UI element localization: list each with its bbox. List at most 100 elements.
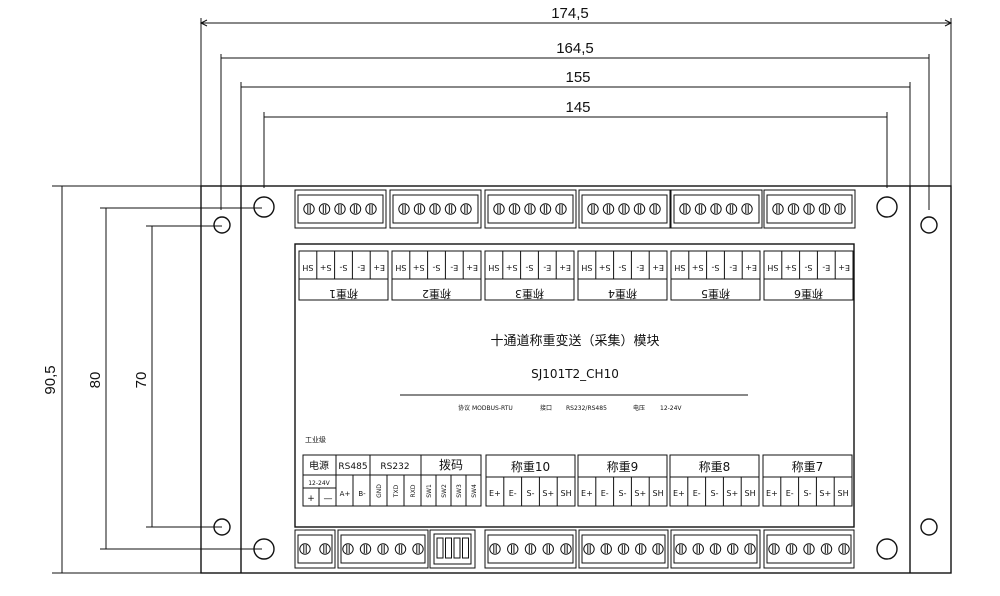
terminal-screw: [365, 203, 377, 215]
dip-switch-lever[interactable]: [453, 537, 461, 559]
rs485-pin-b: B-: [358, 490, 366, 498]
power-range: 12-24V: [308, 480, 330, 487]
dimension-width-3: 155: [240, 69, 911, 188]
terminal-screw: [318, 203, 331, 215]
pin-label: E-: [693, 489, 701, 498]
terminal-screw: [768, 543, 780, 555]
pin-label: S+: [726, 489, 738, 498]
pin-label: E+: [559, 263, 571, 272]
terminal-screw: [818, 203, 831, 215]
terminal-screw: [319, 543, 331, 555]
pin-label: S+: [634, 489, 646, 498]
pin-label: S-: [432, 263, 440, 272]
channel-name: 称重1: [329, 287, 358, 301]
bottom-terminal-block: [670, 529, 761, 569]
pin-label: SH: [745, 489, 756, 498]
power-terminal-block: [294, 529, 336, 569]
dip-switch-lever[interactable]: [462, 537, 469, 559]
pin-label: S-: [711, 263, 719, 272]
terminal-screw: [838, 543, 850, 555]
panel-specs: 协议 MODBUS-RTU 接口 RS232/RS485 电压 12-24V: [458, 404, 682, 412]
comm-terminal-block: [337, 529, 429, 569]
terminal-screw: [507, 543, 519, 555]
top-terminal-strip: [294, 189, 856, 229]
spec-interface-value: RS232/RS485: [566, 405, 607, 412]
pin-label: E+: [652, 263, 664, 272]
terminal-screw: [617, 543, 630, 555]
power-pin-plus: +: [307, 494, 315, 504]
dip-switch-lever[interactable]: [436, 537, 444, 559]
dim-height-outer-text: 90,5: [42, 365, 59, 394]
spec-protocol-label: 协议: [458, 404, 470, 412]
terminal-screw: [618, 203, 630, 215]
power-pin-minus: —: [324, 494, 333, 504]
terminal-screw: [744, 543, 756, 555]
dim-height-inner-text: 70: [133, 372, 150, 389]
module-outline: [200, 185, 952, 574]
terminal-screw: [412, 543, 424, 555]
pin-label: E+: [489, 489, 501, 498]
dim-width-3-text: 155: [565, 69, 590, 86]
rs232-pin-txd: TXD: [393, 484, 400, 498]
channel-name: 称重6: [794, 287, 823, 301]
front-panel: [294, 243, 855, 528]
terminal-screw: [460, 203, 472, 215]
dip-switch[interactable]: [429, 526, 476, 569]
bottom-terminal-block: [578, 529, 669, 569]
dip-pin-sw2: SW2: [441, 484, 448, 498]
pin-label: E+: [838, 263, 850, 272]
pin-label: S-: [527, 489, 535, 498]
channel-name: 称重5: [701, 287, 730, 301]
terminal-screw: [785, 543, 798, 555]
pin-label: E-: [601, 489, 609, 498]
pin-label: SH: [767, 263, 778, 272]
dip-pin-sw3: SW3: [456, 484, 463, 498]
pin-label: S-: [804, 489, 812, 498]
channel-name: 称重4: [608, 287, 637, 301]
terminal-screw: [649, 203, 661, 215]
pin-label: E+: [373, 263, 385, 272]
pin-label: S+: [320, 263, 332, 272]
terminal-screw: [524, 543, 537, 555]
pin-label: SH: [488, 263, 499, 272]
terminal-screw: [709, 543, 722, 555]
pin-label: E+: [766, 489, 778, 498]
pin-label: E-: [509, 489, 517, 498]
pin-label: SH: [561, 489, 572, 498]
grade-label: 工业级: [305, 435, 326, 444]
pin-label: E-: [450, 263, 458, 272]
pin-label: E-: [786, 489, 794, 498]
top-terminal-block: [389, 189, 482, 229]
pin-label: S+: [506, 263, 518, 272]
terminal-screw: [600, 543, 612, 555]
terminal-screw: [342, 543, 354, 555]
terminal-screw: [394, 543, 407, 555]
panel-title: 十通道称重变送（采集）模块: [490, 333, 659, 349]
bottom-terminal-block: [763, 529, 855, 569]
pin-label: S-: [711, 489, 719, 498]
terminal-screw: [303, 203, 315, 215]
terminal-screw: [727, 543, 739, 555]
pin-label: SH: [653, 489, 664, 498]
dimension-width-2: 164,5: [220, 40, 930, 210]
terminal-screw: [539, 203, 552, 215]
dim-height-2-text: 80: [87, 372, 104, 389]
pin-label: E-: [822, 263, 830, 272]
pin-label: E+: [581, 489, 593, 498]
pin-label: E-: [357, 263, 365, 272]
terminal-screw: [692, 543, 704, 555]
top-terminal-block: [484, 189, 577, 229]
terminal-screw: [602, 203, 615, 215]
terminal-screw: [635, 543, 647, 555]
dip-switch-lever[interactable]: [445, 537, 452, 559]
rs232-label: RS232: [380, 462, 409, 472]
pin-label: S-: [804, 263, 812, 272]
